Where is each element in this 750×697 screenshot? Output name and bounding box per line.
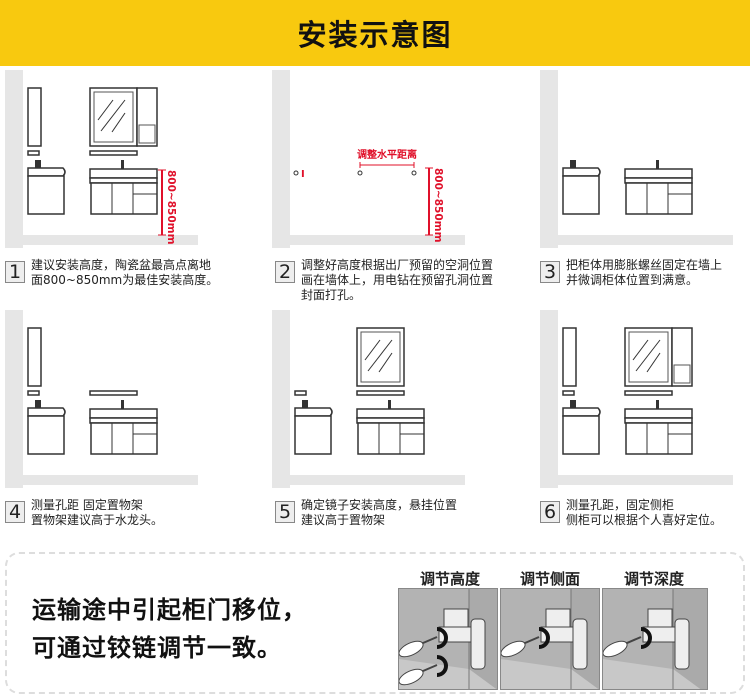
hinge-height-illustration	[398, 588, 498, 690]
side-cabinet	[136, 87, 158, 147]
floor	[23, 235, 198, 245]
step-number: 3	[540, 261, 560, 283]
caption-line: 调整好高度根据出厂预留的空洞位置	[301, 258, 494, 272]
side-cabinet-profile	[562, 327, 577, 387]
caption-line: 建议安装高度，陶瓷盆最高点离地	[31, 258, 212, 272]
shelf-profile	[27, 150, 40, 156]
floor	[23, 475, 198, 485]
shelf	[624, 390, 673, 396]
caption-line: 测量孔距 固定置物架	[31, 498, 143, 512]
hinge-depth-illustration	[602, 588, 708, 690]
vanity-cabinet	[90, 182, 158, 215]
vanity-profile	[294, 415, 332, 455]
shelf	[89, 150, 138, 156]
shelf-profile	[294, 390, 307, 396]
vanity-profile	[27, 415, 65, 455]
basin	[89, 168, 158, 179]
vanity-cabinet	[625, 182, 693, 215]
step-5-diagram	[272, 310, 507, 492]
caption-line: 面800~850mm为最佳安装高度。	[31, 273, 219, 287]
step-4-caption: 4 测量孔距 固定置物架置物架建议高于水龙头。	[5, 498, 245, 528]
floor	[290, 235, 465, 245]
step-1-caption: 1 建议安装高度，陶瓷盆最高点离地面800~850mm为最佳安装高度。	[5, 258, 245, 288]
caption-line: 并微调柜体位置到满意。	[566, 273, 699, 287]
vanity-cabinet	[90, 422, 158, 455]
shelf	[89, 390, 138, 396]
basin	[356, 408, 425, 419]
step-1-diagram: 800~850mm	[5, 70, 240, 252]
hinge-adjust-section: 运输途中引起柜门移位， 可通过铰链调节一致。 调节高度 调节侧面 调节深度	[5, 552, 745, 694]
wall	[540, 310, 558, 488]
step-number: 5	[275, 501, 295, 523]
basin	[89, 408, 158, 419]
hinge-label-depth: 调节深度	[623, 570, 684, 588]
vanity-cabinet	[625, 422, 693, 455]
caption-line: 侧柜可以根据个人喜好定位。	[566, 513, 723, 527]
step-4-diagram	[5, 310, 240, 492]
step-3-diagram	[540, 70, 750, 252]
mirror	[356, 327, 405, 387]
height-dimension-label: 800~850mm	[432, 168, 444, 243]
floor	[558, 475, 733, 485]
caption-line: 置物架建议高于水龙头。	[31, 513, 164, 527]
caption-line: 确定镜子安装高度，悬挂位置	[301, 498, 458, 512]
side-cabinet-profile	[27, 327, 42, 387]
step-number: 2	[275, 261, 295, 283]
mirror	[89, 87, 138, 147]
floor	[290, 475, 465, 485]
wall	[5, 70, 23, 248]
wall	[540, 70, 558, 248]
step-2-diagram: I 调整水平距离 800~850mm	[272, 70, 507, 252]
vanity-cabinet	[357, 422, 425, 455]
hinge-side-illustration	[500, 588, 600, 690]
horizontal-distance-label: 调整水平距离	[357, 148, 417, 161]
hinge-label-side: 调节侧面	[519, 570, 580, 588]
floor	[558, 235, 733, 245]
caption-line: 封面打孔。	[301, 288, 362, 302]
step-number: 1	[5, 261, 25, 283]
caption-line: 把柜体用膨胀螺丝固定在墙上	[566, 258, 723, 272]
step-5-caption: 5 确定镜子安装高度，悬挂位置建议高于置物架	[275, 498, 515, 528]
basin	[624, 408, 693, 419]
step-6-diagram	[540, 310, 750, 492]
svg-text:I: I	[301, 169, 305, 180]
caption-line: 画在墙体上，用电钻在预留孔洞位置	[301, 273, 494, 287]
vanity-profile	[562, 415, 600, 455]
wall	[5, 310, 23, 488]
mirror	[624, 327, 673, 387]
basin	[624, 168, 693, 179]
hinge-note-line: 运输途中引起柜门移位，	[32, 596, 307, 624]
step-number: 4	[5, 501, 25, 523]
height-dimension-label: 800~850mm	[165, 170, 177, 245]
vanity-profile	[27, 175, 65, 215]
hinge-note-line: 可通过铰链调节一致。	[32, 634, 282, 662]
step-number: 6	[540, 501, 560, 523]
side-cabinet	[671, 327, 693, 387]
page-title: 安装示意图	[297, 18, 453, 52]
step-3-caption: 3 把柜体用膨胀螺丝固定在墙上并微调柜体位置到满意。	[540, 258, 750, 288]
caption-line: 测量孔距，固定侧柜	[566, 498, 675, 512]
shelf	[356, 390, 405, 396]
step-6-caption: 6 测量孔距，固定侧柜侧柜可以根据个人喜好定位。	[540, 498, 750, 528]
wall	[272, 70, 290, 248]
caption-line: 建议高于置物架	[301, 513, 386, 527]
shelf-profile	[562, 390, 575, 396]
vanity-profile	[562, 175, 600, 215]
hinge-label-height: 调节高度	[419, 570, 480, 588]
header-banner: 安装示意图	[0, 0, 750, 66]
side-cabinet-profile	[27, 87, 42, 147]
wall	[272, 310, 290, 488]
step-2-caption: 2 调整好高度根据出厂预留的空洞位置画在墙体上，用电钻在预留孔洞位置封面打孔。	[275, 258, 515, 303]
shelf-profile	[27, 390, 40, 396]
